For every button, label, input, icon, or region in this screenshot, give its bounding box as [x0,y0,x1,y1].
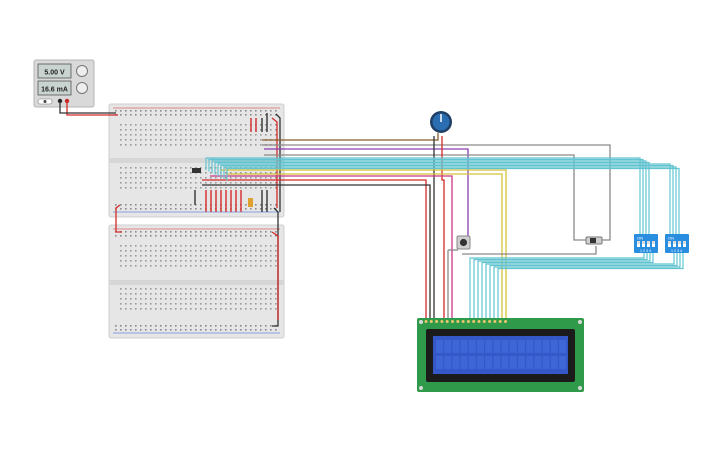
svg-text:ON: ON [668,236,674,241]
wire-red-rail-bottom [271,231,279,320]
wire-brown-pot [262,133,439,141]
slide-switch[interactable] [585,236,603,245]
wire-magenta-lcd [210,175,453,318]
current-knob[interactable] [76,82,88,94]
wires [59,101,611,327]
wire-black-lcd [202,184,431,318]
cyan-bus [205,157,684,318]
svg-text:1 2 3 4: 1 2 3 4 [640,249,651,253]
wire-red-power [66,101,118,116]
wire-grey-switch [264,154,588,241]
wire-pot-lcd [441,136,445,318]
breadboard-bottom-holes [113,228,280,334]
breadboard-bottom[interactable] [108,224,285,339]
voltage-knob[interactable] [76,65,88,77]
push-button[interactable] [456,235,471,250]
wire-red-lcd [202,179,427,318]
wire-red-rail-top [271,117,278,208]
dip-switch-a[interactable]: ON 1 2 3 4 [634,234,658,253]
wire-red-rail [115,204,122,233]
lcd-display[interactable] [417,318,584,392]
svg-text:ON: ON [637,236,643,241]
dip-switch-b[interactable]: ON 1 2 3 4 [665,234,689,253]
voltage-readout: 5.00 V [44,70,65,77]
current-display [37,80,72,96]
wire-black-power [59,101,116,114]
wire-grey-sw [462,246,597,255]
breadboard-top-holes [113,107,280,213]
wire-grey-long [262,144,611,241]
potentiometer[interactable] [430,111,452,133]
svg-text:1 2 3 4: 1 2 3 4 [671,249,682,253]
wire-black-rail-top [275,113,281,212]
power-supply[interactable]: 5.00 V 16.6 mA [33,59,95,108]
wire-purple [264,148,469,238]
voltage-display [37,63,72,79]
current-readout: 16.6 mA [41,87,68,94]
wire-yellow-lcd-2 [226,173,503,318]
